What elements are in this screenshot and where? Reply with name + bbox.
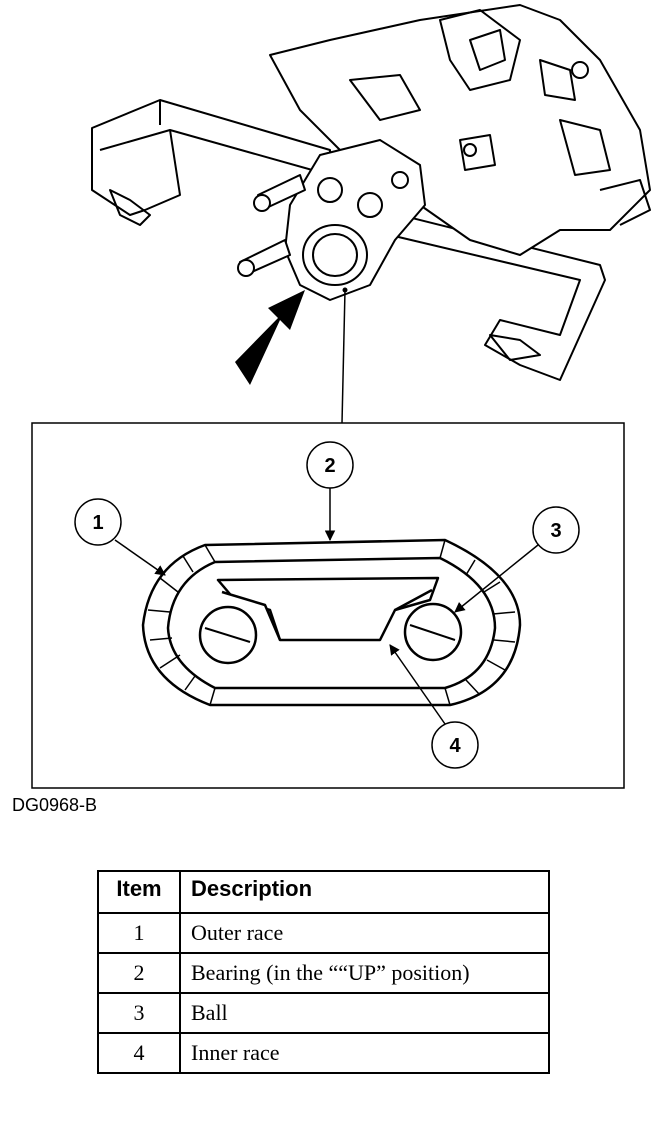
svg-text:2: 2 — [324, 455, 335, 477]
table-row: 3 Ball — [97, 992, 550, 1034]
callout-2: 2 — [306, 441, 354, 542]
detail-leader-line — [341, 289, 346, 424]
callout-1: 1 — [74, 498, 166, 576]
figure-code: DG0968-B — [12, 795, 98, 815]
detail-box — [31, 422, 625, 789]
steering-column-assembly — [91, 4, 651, 381]
table-row: 1 Outer race — [97, 912, 550, 954]
legend-table: Item Description 1 Outer race 2 Bearing … — [97, 870, 550, 1074]
table-row: 2 Bearing (in the ““UP” position) — [97, 952, 550, 994]
item-number: 3 — [97, 992, 181, 1034]
table-header-row: Item Description — [97, 870, 550, 914]
svg-text:4: 4 — [449, 735, 461, 757]
callout-3: 3 — [454, 506, 580, 613]
table-row: 4 Inner race — [97, 1032, 550, 1074]
svg-text:3: 3 — [550, 520, 561, 542]
svg-text:1: 1 — [92, 512, 103, 534]
item-number: 4 — [97, 1032, 181, 1074]
item-description: Ball — [179, 992, 550, 1034]
item-number: 2 — [97, 952, 181, 994]
bearing-diagram: 1 2 3 4 — [31, 4, 651, 789]
item-description: Bearing (in the ““UP” position) — [179, 952, 550, 994]
item-description: Inner race — [179, 1032, 550, 1074]
item-description: Outer race — [179, 912, 550, 954]
header-description: Description — [179, 870, 550, 914]
callout-4: 4 — [389, 644, 479, 769]
bearing-cross-section — [141, 538, 522, 707]
header-item: Item — [97, 870, 181, 914]
item-number: 1 — [97, 912, 181, 954]
pointer-arrow — [235, 290, 305, 385]
